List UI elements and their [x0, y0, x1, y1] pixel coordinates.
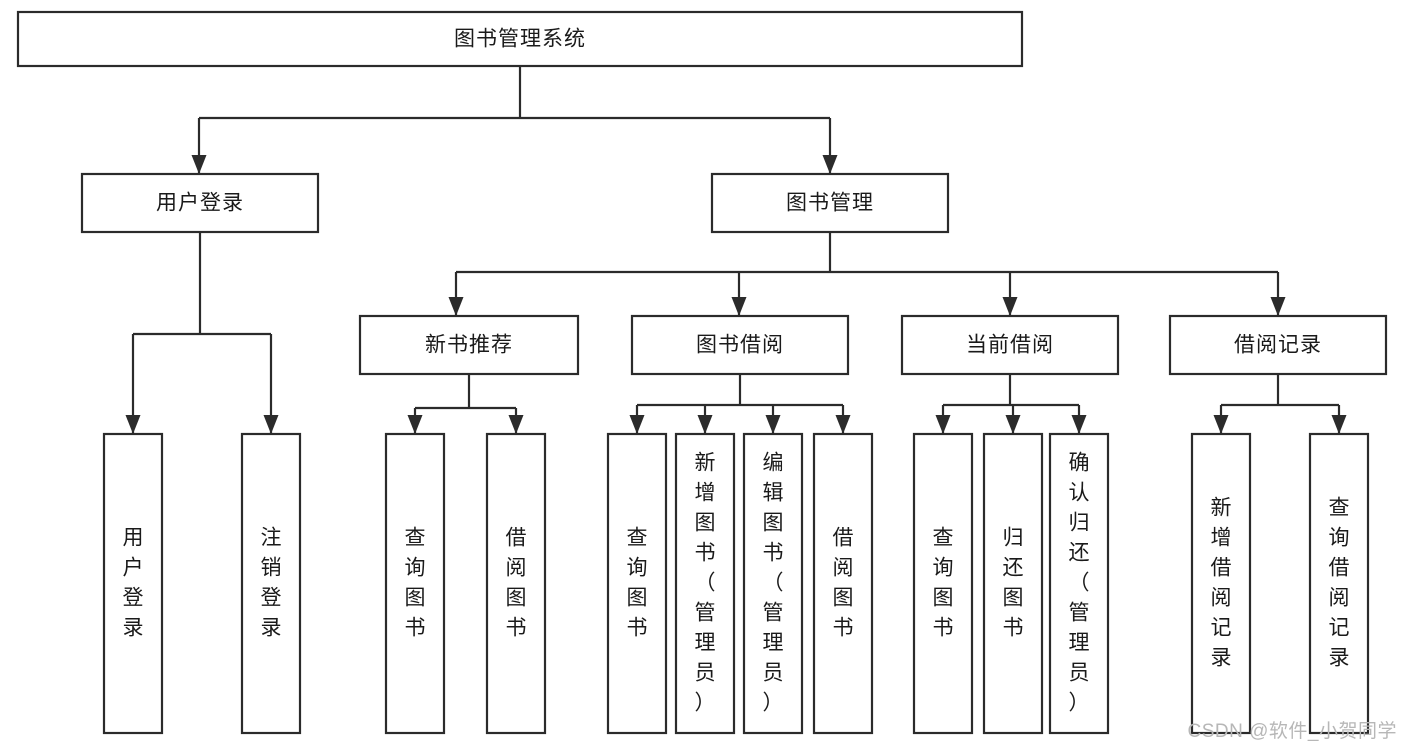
node-leaf-user-login[interactable]: 用户登录 [102, 432, 164, 735]
node-box-leaf-add-book-admin [674, 432, 736, 735]
node-label-leaf-query-book-3: 查询图书 [933, 526, 954, 639]
connector-current-borrow-bus [935, 374, 1087, 434]
node-leaf-confirm-return-admin[interactable]: 确认归还（管理员） [1048, 432, 1110, 735]
connector-root-bus [191, 66, 838, 174]
node-label-leaf-user-login: 用户登录 [123, 526, 144, 639]
node-box-book-borrow [630, 314, 850, 376]
node-borrow-record[interactable]: 借阅记录 [1168, 314, 1388, 376]
node-leaf-add-book-admin[interactable]: 新增图书（管理员） [674, 432, 736, 735]
node-current-borrow[interactable]: 当前借阅 [900, 314, 1120, 376]
node-label-root: 图书管理系统 [454, 28, 586, 51]
node-leaf-query-book-2[interactable]: 查询图书 [606, 432, 668, 735]
node-label-borrow-record: 借阅记录 [1234, 334, 1322, 357]
node-box-leaf-user-login [102, 432, 164, 735]
node-label-new-book-recommend: 新书推荐 [425, 334, 513, 357]
connector-user-login-bus [125, 232, 279, 434]
node-leaf-return-book[interactable]: 归还图书 [982, 432, 1044, 735]
node-root[interactable]: 图书管理系统 [16, 10, 1024, 68]
node-box-leaf-edit-book-admin [742, 432, 804, 735]
node-leaf-query-book-1[interactable]: 查询图书 [384, 432, 446, 735]
node-label-leaf-query-book-1: 查询图书 [405, 526, 426, 639]
node-box-leaf-borrow-book-1 [485, 432, 547, 735]
node-leaf-add-borrow-record[interactable]: 新增借阅记录 [1190, 432, 1252, 735]
connector-book-manage-bus [448, 232, 1286, 316]
node-book-manage[interactable]: 图书管理 [710, 172, 950, 234]
connector-new-book-recommend-bus [407, 374, 524, 434]
node-label-leaf-return-book: 归还图书 [1003, 526, 1024, 639]
node-leaf-query-book-3[interactable]: 查询图书 [912, 432, 974, 735]
node-leaf-edit-book-admin[interactable]: 编辑图书（管理员） [742, 432, 804, 735]
node-leaf-borrow-book-1[interactable]: 借阅图书 [485, 432, 547, 735]
node-label-leaf-borrow-book-2: 借阅图书 [833, 526, 854, 639]
node-layer: 图书管理系统用户登录图书管理新书推荐图书借阅当前借阅借阅记录用户登录注销登录查询… [16, 10, 1388, 735]
node-label-leaf-query-borrow-record: 查询借阅记录 [1329, 496, 1350, 669]
node-user-login[interactable]: 用户登录 [80, 172, 320, 234]
node-book-borrow[interactable]: 图书借阅 [630, 314, 850, 376]
node-box-leaf-add-borrow-record [1190, 432, 1252, 735]
node-box-new-book-recommend [358, 314, 580, 376]
connector-book-borrow-bus [629, 374, 851, 434]
node-box-current-borrow [900, 314, 1120, 376]
connector-borrow-record-bus [1213, 374, 1347, 434]
node-label-leaf-add-book-admin: 新增图书（管理员） [695, 451, 716, 714]
node-label-leaf-query-book-2: 查询图书 [627, 526, 648, 639]
node-box-leaf-return-book [982, 432, 1044, 735]
node-box-leaf-borrow-book-2 [812, 432, 874, 735]
connector-layer [125, 66, 1347, 434]
node-label-book-borrow: 图书借阅 [696, 334, 784, 357]
node-leaf-logout-login[interactable]: 注销登录 [240, 432, 302, 735]
node-box-borrow-record [1168, 314, 1388, 376]
node-label-leaf-edit-book-admin: 编辑图书（管理员） [763, 451, 784, 714]
node-label-book-manage: 图书管理 [786, 192, 874, 215]
node-box-leaf-logout-login [240, 432, 302, 735]
node-label-leaf-logout-login: 注销登录 [261, 526, 282, 639]
node-new-book-recommend[interactable]: 新书推荐 [358, 314, 580, 376]
node-box-leaf-query-borrow-record [1308, 432, 1370, 735]
node-box-leaf-confirm-return-admin [1048, 432, 1110, 735]
node-box-user-login [80, 172, 320, 234]
node-box-book-manage [710, 172, 950, 234]
node-label-current-borrow: 当前借阅 [966, 334, 1054, 357]
node-box-leaf-query-book-1 [384, 432, 446, 735]
node-label-leaf-add-borrow-record: 新增借阅记录 [1211, 496, 1232, 669]
node-box-root [16, 10, 1024, 68]
node-label-leaf-confirm-return-admin: 确认归还（管理员） [1069, 451, 1090, 714]
node-box-leaf-query-book-3 [912, 432, 974, 735]
node-leaf-borrow-book-2[interactable]: 借阅图书 [812, 432, 874, 735]
node-box-leaf-query-book-2 [606, 432, 668, 735]
node-leaf-query-borrow-record[interactable]: 查询借阅记录 [1308, 432, 1370, 735]
node-label-user-login: 用户登录 [156, 192, 244, 215]
node-label-leaf-borrow-book-1: 借阅图书 [506, 526, 527, 639]
